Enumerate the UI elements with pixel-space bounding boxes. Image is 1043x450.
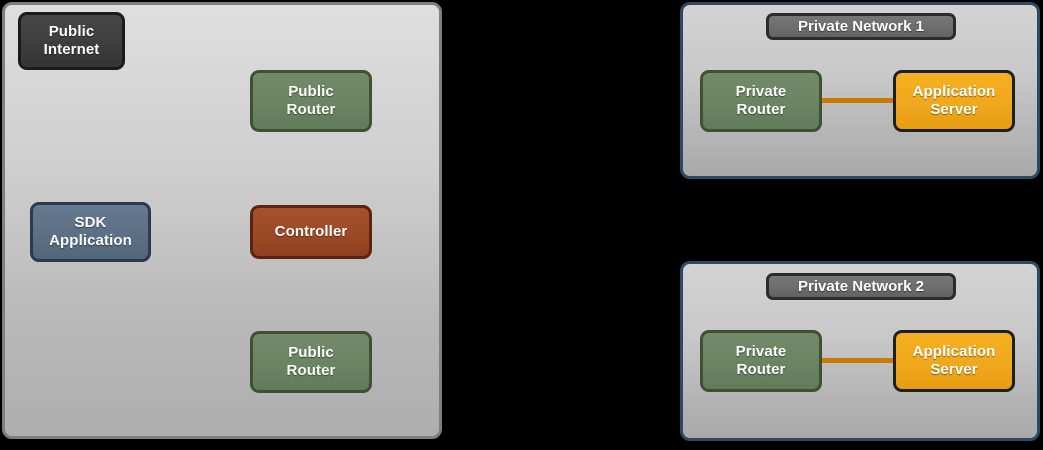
private-network-1-title: Private Network 1 <box>766 13 956 40</box>
link-private-router-1-to-app-server-1 <box>818 98 898 103</box>
node-controller[interactable]: Controller <box>250 205 372 259</box>
private-network-2-title: Private Network 2 <box>766 273 956 300</box>
node-controller-label: Controller <box>274 223 348 241</box>
link-private-router-2-to-app-server-2 <box>818 358 898 363</box>
